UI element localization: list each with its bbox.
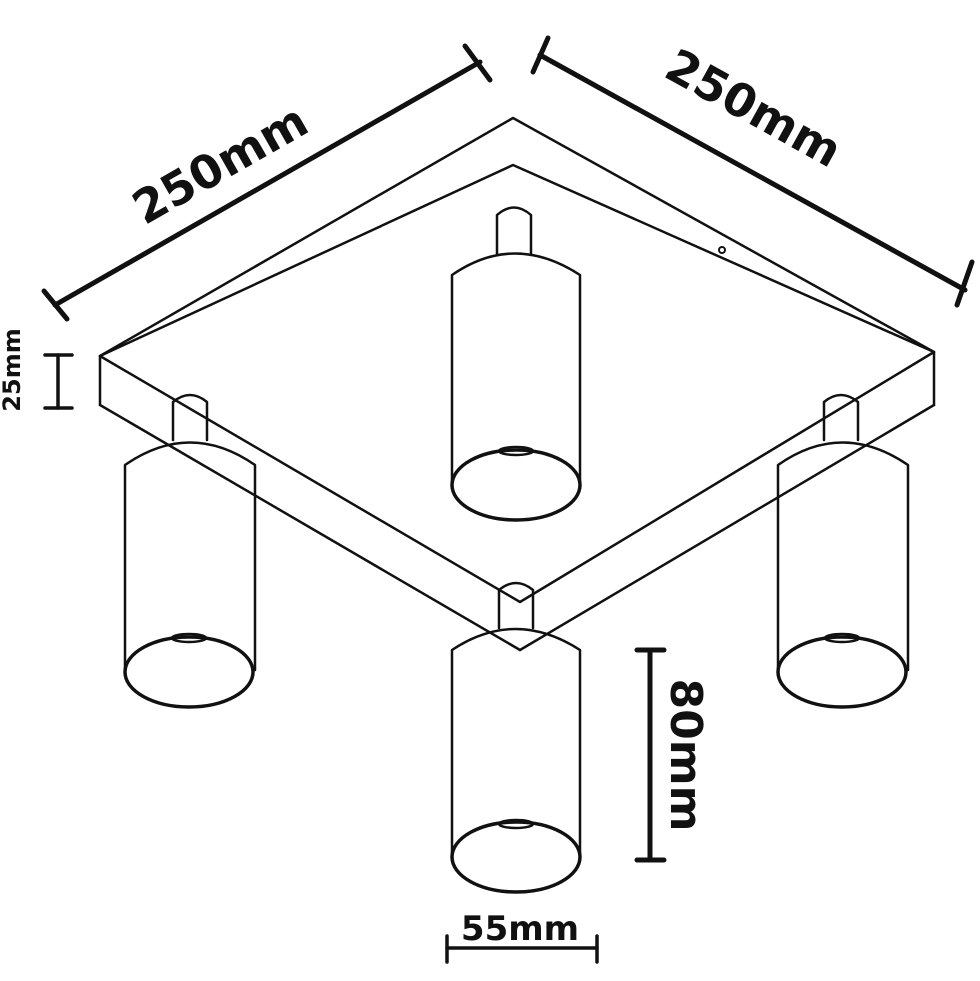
spotlight-left-lens xyxy=(123,635,255,709)
dimension-label-right: 250mm xyxy=(657,38,851,178)
spotlight-front xyxy=(450,581,582,894)
dimension-spot-length: 80mm xyxy=(634,647,711,863)
spotlight-right-bulb xyxy=(823,632,861,644)
spotlight-right-body xyxy=(776,441,910,672)
spotlight-front-lens xyxy=(450,820,582,894)
dimension-tick-left-start xyxy=(41,288,70,322)
base-front-edge-left xyxy=(98,403,522,652)
dimension-tick-right-end xyxy=(954,259,975,308)
spotlight-front-body xyxy=(450,627,582,857)
dimension-base-width-right: 250mm xyxy=(530,35,975,308)
spotlight-right-lens xyxy=(776,635,908,709)
spotlight-back-body xyxy=(450,252,582,487)
dimension-label-height: 25mm xyxy=(0,328,26,411)
dimension-tick-left-end xyxy=(462,43,493,83)
dimension-line-right xyxy=(537,52,968,293)
spotlight-back-lens xyxy=(450,448,582,522)
spotlight-back xyxy=(450,206,582,522)
dimension-label-length: 80mm xyxy=(660,679,711,832)
spotlight-back-stem xyxy=(495,206,533,257)
spotlight-left-bulb xyxy=(170,632,208,644)
dimension-base-height: 25mm xyxy=(0,328,74,412)
dimension-line-left xyxy=(52,59,483,308)
spotlight-right xyxy=(776,393,910,709)
spotlight-back-bulb xyxy=(497,445,535,457)
base-inner-edge xyxy=(98,163,936,358)
base-top-face xyxy=(98,116,936,604)
spotlight-front-stem xyxy=(497,581,535,630)
dimension-tick-right-start xyxy=(530,35,551,75)
spotlight-left xyxy=(123,393,257,709)
spotlight-right-stem xyxy=(822,393,860,442)
base-front-edge-right xyxy=(518,403,936,652)
spotlight-front-bulb xyxy=(497,818,535,830)
dimension-label-left: 250mm xyxy=(123,93,316,235)
mounting-hole-icon xyxy=(718,246,726,254)
spotlight-left-stem xyxy=(171,393,209,442)
base-plate xyxy=(98,116,936,652)
dimension-label-diameter: 55mm xyxy=(461,909,579,949)
dimension-spot-diameter: 55mm xyxy=(445,909,599,964)
spotlight-left-body xyxy=(123,441,257,672)
